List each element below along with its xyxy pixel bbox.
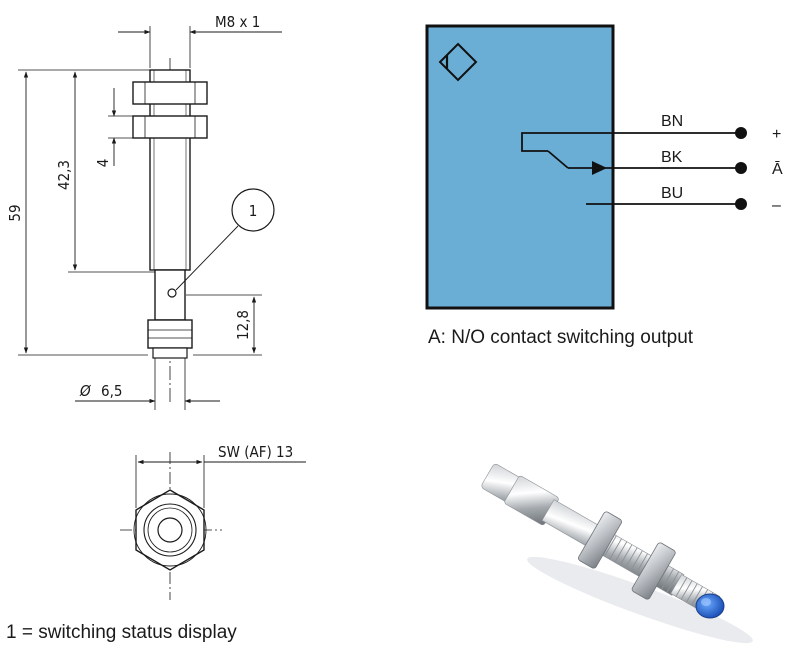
connector-length-label: 12,8 [234, 310, 252, 340]
terminal-bn [735, 127, 747, 139]
total-length-dimension: 59 [6, 69, 150, 356]
terminal-bk [735, 162, 747, 174]
wire-bk-label: BK [661, 149, 683, 166]
connector-length-dimension: 12,8 [186, 294, 262, 356]
sensor-top-view: SW (AF) 13 [120, 443, 306, 600]
total-length-label: 59 [6, 204, 24, 221]
terminal-minus-label: – [772, 197, 781, 214]
sensor-side-view [132, 58, 208, 405]
status-callout: 1 [175, 188, 275, 291]
thread-dimension: M8 x 1 [118, 13, 282, 68]
thread-length-dimension: 42,3 [55, 71, 155, 273]
wrench-size-label: SW (AF) 13 [218, 443, 293, 461]
nut-height-dimension: 4 [94, 88, 133, 167]
terminal-bu [735, 198, 747, 210]
wiring-diagram: BN BK BU + Ā – A: N/O contact switching … [425, 24, 783, 348]
wiring-caption: A: N/O contact switching output [428, 327, 694, 348]
thread-length-label: 42,3 [55, 160, 73, 190]
sensor-housing-box [425, 24, 615, 310]
sensor-symbol-icon [438, 42, 478, 82]
diameter-label: 6,5 [101, 382, 122, 400]
diameter-symbol: Ø [79, 382, 91, 400]
terminal-output-label: Ā [772, 160, 783, 178]
terminal-plus-label: + [772, 126, 781, 143]
callout-number: 1 [249, 202, 258, 220]
wire-bn-label: BN [661, 113, 683, 130]
thread-label: M8 x 1 [215, 13, 260, 31]
wire-bu-label: BU [661, 185, 683, 202]
diameter-dimension: Ø 6,5 [75, 358, 220, 410]
product-photo [481, 464, 753, 644]
nut-height-label: 4 [94, 159, 112, 168]
callout-legend: 1 = switching status display [6, 622, 237, 643]
